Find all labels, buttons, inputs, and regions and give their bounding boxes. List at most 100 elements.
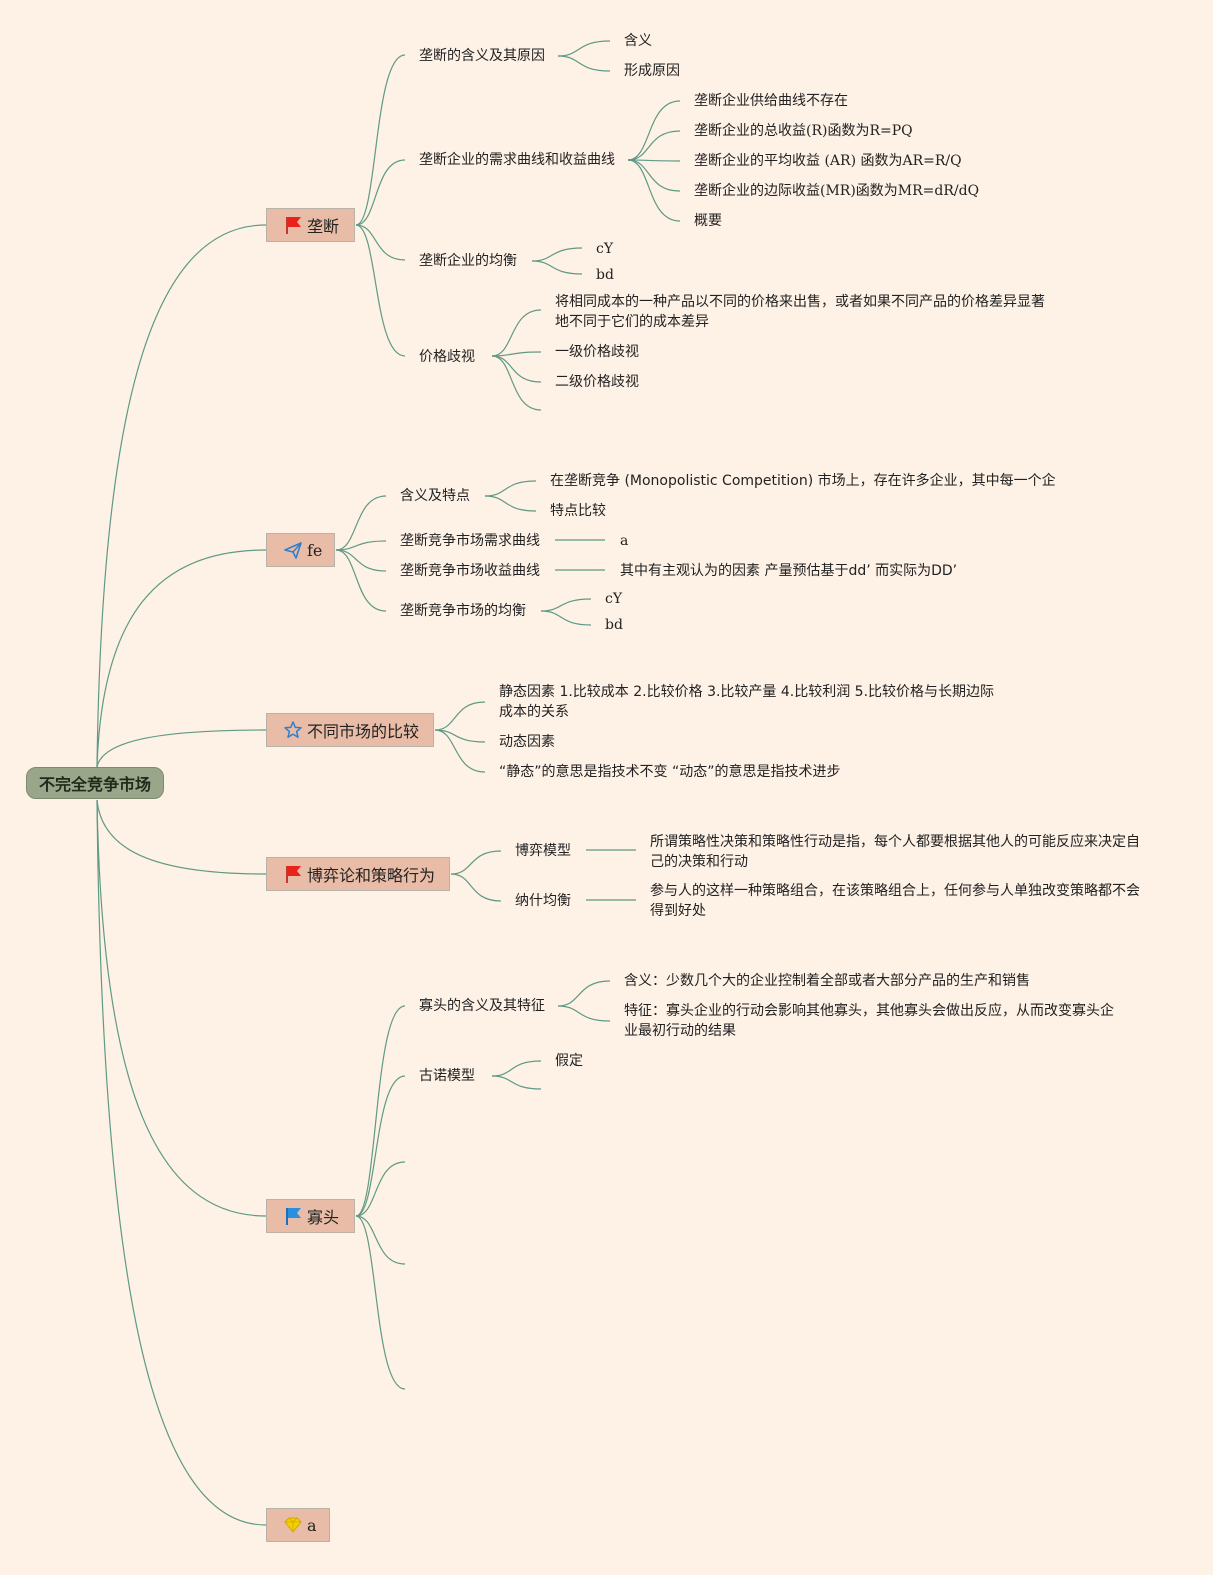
connector-line — [355, 224, 406, 261]
leaf-marginal-revenue[interactable]: 垄断企业的边际收益(MR)函数为MR=dR/dQ — [694, 183, 980, 199]
leaf-a[interactable]: a — [620, 533, 629, 549]
connector-line — [557, 40, 611, 57]
topic-a[interactable]: a — [266, 1508, 330, 1542]
leaf-monopolistic-competition[interactable]: 在垄断竞争 (Monopolistic Competition) 市场上，存在许… — [550, 473, 1056, 489]
leaf-strategic-decision[interactable]: 所谓策略性决策和策略性行动是指，每个人都要根据其他人的可能反应来决定自己的决策和… — [650, 834, 1140, 870]
connector-line — [450, 873, 502, 902]
topic-market-comparison-label: 不同市场的比较 — [307, 722, 420, 741]
root-connector-line — [96, 549, 267, 768]
subtopic-game-model[interactable]: 博弈模型 — [515, 843, 571, 859]
blue-flag-icon — [283, 1206, 303, 1226]
topic-oligopoly[interactable]: 寡头 — [266, 1199, 355, 1233]
leaf-static-dynamic-meaning[interactable]: “静态”的意思是指技术不变 “动态”的意思是指技术进步 — [499, 764, 841, 780]
subtopic-demand-revenue-curves[interactable]: 垄断企业的需求曲线和收益曲线 — [419, 152, 615, 168]
leaf-total-revenue[interactable]: 垄断企业的总收益(R)函数为R=PQ — [694, 123, 913, 139]
leaf-summary[interactable]: 概要 — [694, 213, 722, 229]
connector-line — [355, 1005, 406, 1217]
connector-line — [355, 224, 406, 357]
leaf-average-revenue[interactable]: 垄断企业的平均收益 (AR) 函数为AR=R/Q — [694, 153, 962, 169]
leaf-cy[interactable]: cY — [605, 591, 623, 607]
connector-line — [627, 159, 681, 222]
connector-line — [557, 1005, 611, 1022]
topic-game-theory[interactable]: 博弈论和策略行为 — [266, 857, 450, 891]
red-flag-icon — [283, 215, 303, 235]
root-topic[interactable]: 不完全竞争市场 — [26, 767, 164, 799]
subtopic-revenue-curve[interactable]: 垄断竞争市场收益曲线 — [400, 563, 540, 579]
connector-line — [335, 549, 387, 612]
leaf-subjective-factor[interactable]: 其中有主观认为的因素 产量预估基于dd’ 而实际为DD’ — [620, 563, 958, 579]
connector-line — [491, 355, 542, 383]
topic-oligopoly-label: 寡头 — [307, 1208, 340, 1227]
topic-game-theory-label: 博弈论和策略行为 — [307, 866, 436, 885]
root-connector-line — [96, 799, 267, 1217]
connector-line — [627, 130, 681, 161]
subtopic-demand-curve[interactable]: 垄断竞争市场需求曲线 — [400, 533, 540, 549]
topic-market-comparison[interactable]: 不同市场的比较 — [266, 713, 434, 747]
subtopic-competition-equilibrium[interactable]: 垄断竞争市场的均衡 — [400, 603, 526, 619]
leaf-price-discrimination-definition[interactable]: 将相同成本的一种产品以不同的价格来出售，或者如果不同产品的价格差异显著地不同于它… — [555, 294, 1045, 330]
leaf-static-factors[interactable]: 静态因素 1.比较成本 2.比较价格 3.比较产量 4.比较利润 5.比较价格与… — [499, 684, 995, 720]
leaf-feature-comparison[interactable]: 特点比较 — [550, 503, 606, 519]
leaf-cy[interactable]: cY — [596, 241, 614, 257]
leaf-meaning[interactable]: 含义 — [624, 33, 652, 49]
subtopic-nash-equilibrium[interactable]: 纳什均衡 — [515, 893, 571, 909]
connector-line — [491, 309, 542, 357]
subtopic-price-discrimination[interactable]: 价格歧视 — [419, 349, 475, 365]
subtopic-cournot-model[interactable]: 古诺模型 — [419, 1068, 475, 1084]
connector-line — [540, 610, 592, 626]
subtopic-oligopoly-meaning[interactable]: 寡头的含义及其特征 — [419, 998, 545, 1014]
red-flag-icon — [283, 864, 303, 884]
leaf-bd[interactable]: bd — [596, 267, 614, 283]
connector-line — [491, 1075, 542, 1090]
connector-line — [491, 1060, 542, 1077]
star-icon — [283, 720, 303, 740]
connector-line — [531, 260, 583, 275]
connector-line — [540, 598, 592, 612]
connector-line — [335, 495, 387, 551]
connector-line — [531, 247, 583, 262]
subtopic-meaning-features[interactable]: 含义及特点 — [400, 488, 470, 504]
leaf-assumption[interactable]: 假定 — [555, 1053, 583, 1069]
leaf-second-degree[interactable]: 二级价格歧视 — [555, 374, 639, 390]
leaf-nash-definition[interactable]: 参与人的这样一种策略组合，在该策略组合上，任何参与人单独改变策略都不会得到好处 — [650, 883, 1140, 919]
connector-line — [491, 355, 542, 411]
connector-line — [450, 850, 502, 875]
topic-fe[interactable]: fe — [266, 533, 335, 567]
leaf-oligopoly-feature[interactable]: 特征：寡头企业的行动会影响其他寡头，其他寡头会做出反应，从而改变寡头企业最初行动… — [624, 1003, 1114, 1039]
connector-line — [434, 701, 486, 731]
connector-line — [355, 1075, 406, 1217]
connector-line — [627, 159, 681, 192]
subtopic-monopoly-meaning[interactable]: 垄断的含义及其原因 — [419, 48, 545, 64]
leaf-oligopoly-meaning[interactable]: 含义：少数几个大的企业控制着全部或者大部分产品的生产和销售 — [624, 973, 1030, 989]
connector-line — [355, 159, 406, 226]
connector-line — [434, 729, 486, 743]
leaf-bd[interactable]: bd — [605, 617, 623, 633]
leaf-formation-cause[interactable]: 形成原因 — [624, 63, 680, 79]
topic-monopoly[interactable]: 垄断 — [266, 208, 355, 242]
leaf-first-degree[interactable]: 一级价格歧视 — [555, 344, 639, 360]
root-connector-line — [96, 799, 267, 875]
connector-line — [335, 549, 387, 572]
connector-line — [627, 100, 681, 161]
connector-line — [484, 495, 537, 512]
connector-line — [335, 540, 387, 551]
leaf-dynamic-factors[interactable]: 动态因素 — [499, 734, 555, 750]
connector-line — [434, 729, 486, 773]
connector-line — [355, 1215, 406, 1390]
connector-line — [557, 980, 611, 1007]
root-connector-line — [96, 799, 267, 1526]
topic-fe-label: fe — [307, 540, 323, 560]
subtopic-monopoly-equilibrium[interactable]: 垄断企业的均衡 — [419, 253, 517, 269]
root-connector-line — [96, 224, 267, 768]
paper-plane-icon — [283, 540, 303, 560]
connector-line — [557, 55, 611, 72]
leaf-no-supply-curve[interactable]: 垄断企业供给曲线不存在 — [694, 93, 848, 109]
topic-a-label: a — [307, 1515, 317, 1535]
topic-monopoly-label: 垄断 — [307, 217, 340, 236]
connector-line — [355, 54, 406, 226]
connector-line — [355, 1215, 406, 1265]
connector-line — [484, 480, 537, 497]
connector-line — [355, 1161, 406, 1217]
root-connector-line — [96, 729, 267, 768]
